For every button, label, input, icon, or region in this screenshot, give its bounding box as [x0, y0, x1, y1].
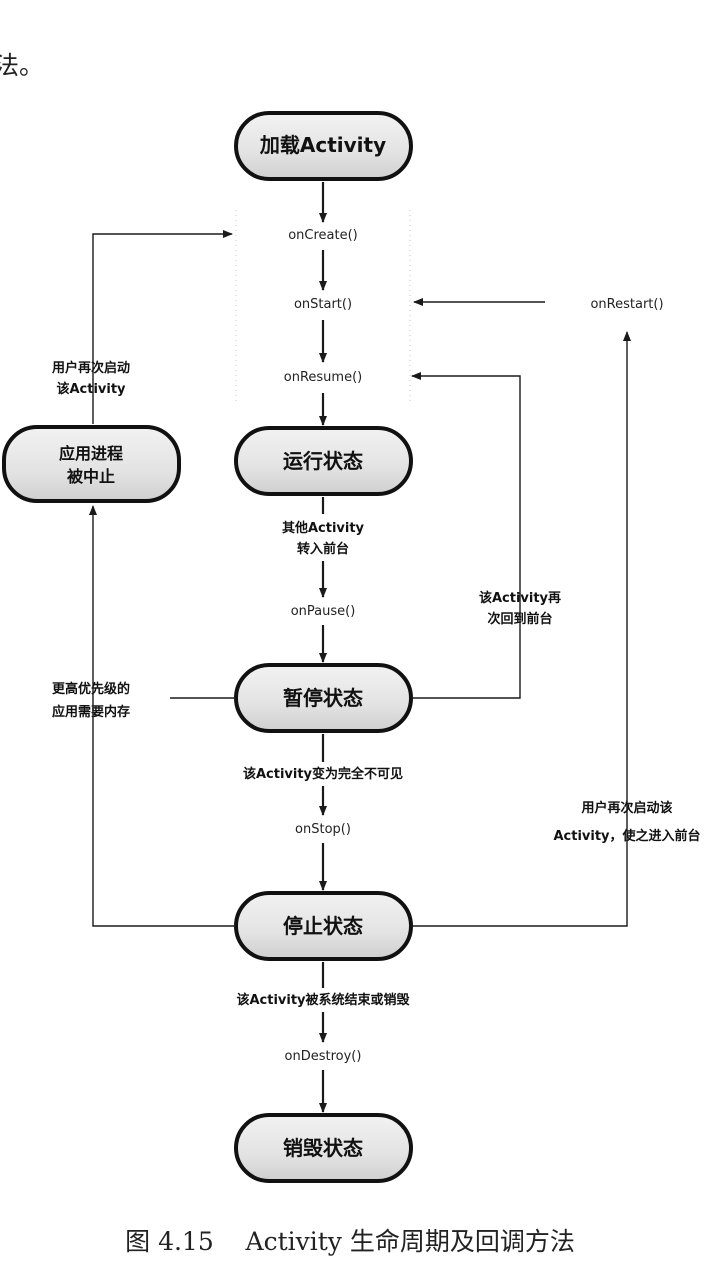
- state-running: 运行状态: [234, 426, 413, 496]
- label-higher-priority-line1: 更高优先级的: [52, 681, 130, 697]
- label-fully-invisible: 该Activity变为完全不可见: [243, 766, 403, 782]
- label-destroyed-by-system: 该Activity被系统结束或销毁: [236, 992, 410, 1008]
- state-running-label: 运行状态: [283, 449, 363, 473]
- state-destroyed-label: 销毁状态: [283, 1136, 363, 1160]
- arrow-stopped-to-onrestart: [411, 331, 631, 927]
- label-other-activity-front-line2: 转入前台: [297, 541, 349, 557]
- state-stopped: 停止状态: [234, 891, 413, 961]
- state-process-killed: 应用进程 被中止: [2, 425, 181, 503]
- state-paused-label: 暂停状态: [283, 686, 363, 710]
- label-relaunch-line1: 用户再次启动: [51, 360, 130, 376]
- state-stopped-label: 停止状态: [283, 914, 363, 938]
- arrow-process-killed-to-oncreate: [92, 230, 233, 424]
- state-process-killed-label-line1: 应用进程: [59, 444, 123, 463]
- state-destroyed: 销毁状态: [234, 1113, 413, 1183]
- method-on-resume: onResume(): [284, 370, 362, 385]
- arrow-stopped-to-process-killed: [92, 898, 236, 927]
- method-on-destroy: onDestroy(): [285, 1049, 362, 1064]
- state-paused: 暂停状态: [234, 663, 413, 733]
- state-process-killed-label-line2: 被中止: [67, 467, 115, 486]
- arrow-paused-to-onresume: [411, 372, 521, 699]
- state-load-activity-label: 加载Activity: [259, 133, 386, 157]
- method-on-stop: onStop(): [295, 822, 351, 837]
- figure-caption: 图 4.15 Activity 生命周期及回调方法: [125, 1227, 575, 1256]
- top-text-fragment: 法。: [0, 51, 44, 80]
- method-on-create: onCreate(): [288, 228, 358, 243]
- method-on-start: onStart(): [294, 297, 352, 312]
- method-on-restart: onRestart(): [590, 297, 663, 312]
- label-other-activity-front-line1: 其他Activity: [282, 520, 365, 536]
- label-higher-priority-line2: 应用需要内存: [52, 704, 130, 720]
- label-relaunch-line2: 该Activity: [56, 381, 126, 397]
- method-on-pause: onPause(): [291, 604, 356, 619]
- state-load-activity: 加载Activity: [234, 111, 413, 181]
